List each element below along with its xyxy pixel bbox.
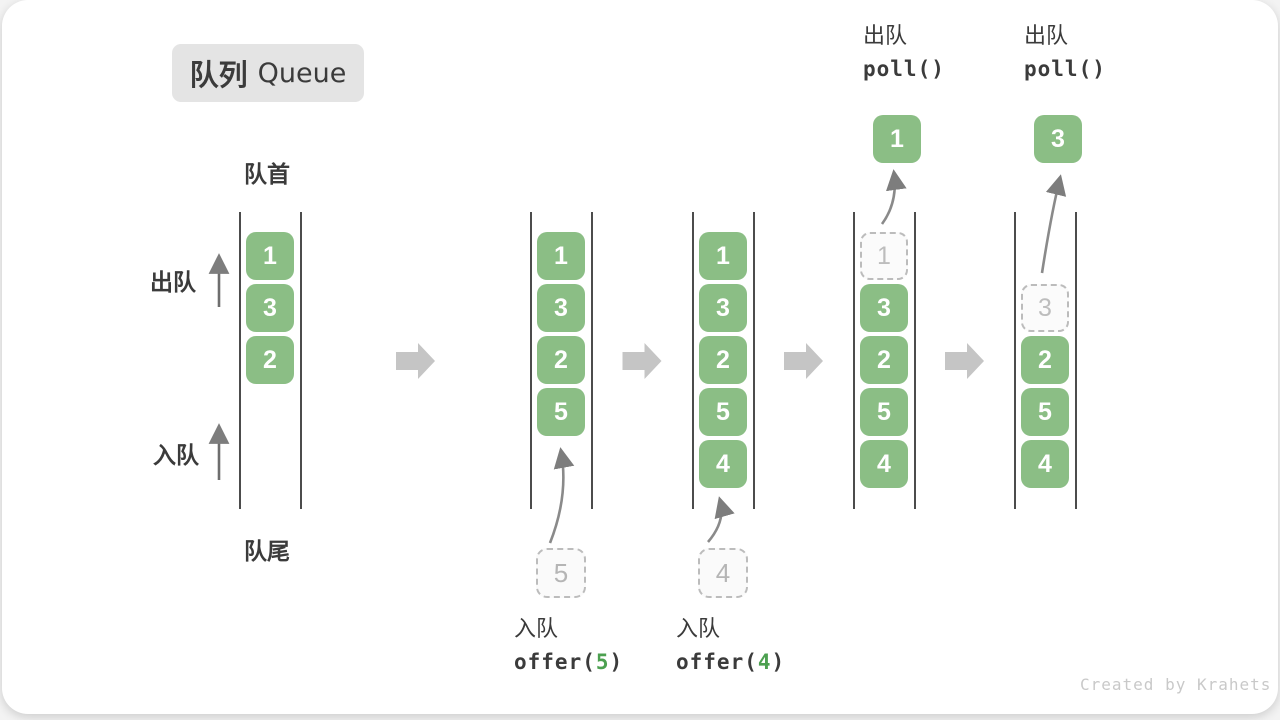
queue-wall-left [239, 212, 241, 509]
enqueue-curved-arrow-icon [548, 447, 575, 544]
block-arrow-icon [622, 343, 662, 379]
queue-item: 5 [699, 388, 747, 436]
enqueue-caption: 入队 offer(5) [514, 618, 623, 673]
queue-item-dashed: 1 [860, 232, 908, 280]
queue-item: 4 [1021, 440, 1069, 488]
queue-item: 2 [1021, 336, 1069, 384]
queue-wall-right [914, 212, 916, 509]
dequeue-side-label: 出队 [150, 269, 196, 295]
queue-wall-left [530, 212, 532, 509]
offer-code: offer(4) [676, 652, 785, 673]
poll-code: poll() [863, 57, 945, 81]
queue-item: 3 [860, 284, 908, 332]
queue-item-dashed: 3 [1021, 284, 1069, 332]
dequeue-curved-arrow-icon [880, 169, 907, 225]
offer-code-post: ) [609, 650, 624, 674]
queue-item: 1 [699, 232, 747, 280]
queue-item: 3 [537, 284, 585, 332]
queue-wall-right [591, 212, 593, 509]
title-en: Queue [257, 57, 347, 89]
queue-wall-right [300, 212, 302, 509]
dequeue-caption: 出队 poll() [863, 25, 945, 80]
queue-item: 2 [860, 336, 908, 384]
queue-item: 5 [1021, 388, 1069, 436]
queue-wall-left [1014, 212, 1016, 509]
popped-item: 1 [873, 115, 921, 163]
dequeue-curved-arrow-icon [1040, 174, 1067, 274]
queue-item: 1 [246, 232, 294, 280]
queue-item: 2 [246, 336, 294, 384]
popped-item: 3 [1034, 115, 1082, 163]
watermark: Created by Krahets [1080, 675, 1272, 694]
enqueue-caption-label: 入队 [676, 616, 721, 641]
queue-item: 1 [537, 232, 585, 280]
incoming-item: 4 [698, 548, 748, 598]
queue-wall-right [753, 212, 755, 509]
queue-item: 5 [537, 388, 585, 436]
queue-item: 5 [860, 388, 908, 436]
offer-code: offer(5) [514, 652, 623, 673]
enqueue-side-label: 入队 [153, 442, 199, 468]
queue-item: 3 [246, 284, 294, 332]
poll-code: poll() [1024, 57, 1106, 81]
offer-code-pre: offer( [514, 650, 596, 674]
title-box: 队列 Queue [172, 44, 364, 102]
queue-front-label: 队首 [244, 161, 290, 187]
offer-code-pre: offer( [676, 650, 758, 674]
queue-wall-left [853, 212, 855, 509]
queue-item: 2 [537, 336, 585, 384]
queue-wall-right [1075, 212, 1077, 509]
enqueue-caption-label: 入队 [514, 616, 559, 641]
offer-code-arg: 5 [595, 650, 610, 674]
queue-item: 2 [699, 336, 747, 384]
enqueue-curved-arrow-icon [707, 496, 735, 543]
incoming-item: 5 [536, 548, 586, 598]
offer-code-post: ) [771, 650, 786, 674]
enqueue-caption: 入队 offer(4) [676, 618, 785, 673]
dequeue-caption-label: 出队 [1024, 23, 1069, 48]
dequeue-caption-label: 出队 [863, 23, 908, 48]
block-arrow-icon [945, 343, 984, 379]
queue-wall-left [692, 212, 694, 509]
dequeue-caption: 出队 poll() [1024, 25, 1106, 80]
queue-rear-label: 队尾 [244, 538, 290, 564]
block-arrow-icon [784, 343, 823, 379]
block-arrow-icon [396, 343, 435, 379]
offer-code-arg: 4 [757, 650, 772, 674]
title-zh: 队列 [189, 60, 248, 92]
queue-item: 3 [699, 284, 747, 332]
queue-item: 4 [699, 440, 747, 488]
queue-item: 4 [860, 440, 908, 488]
